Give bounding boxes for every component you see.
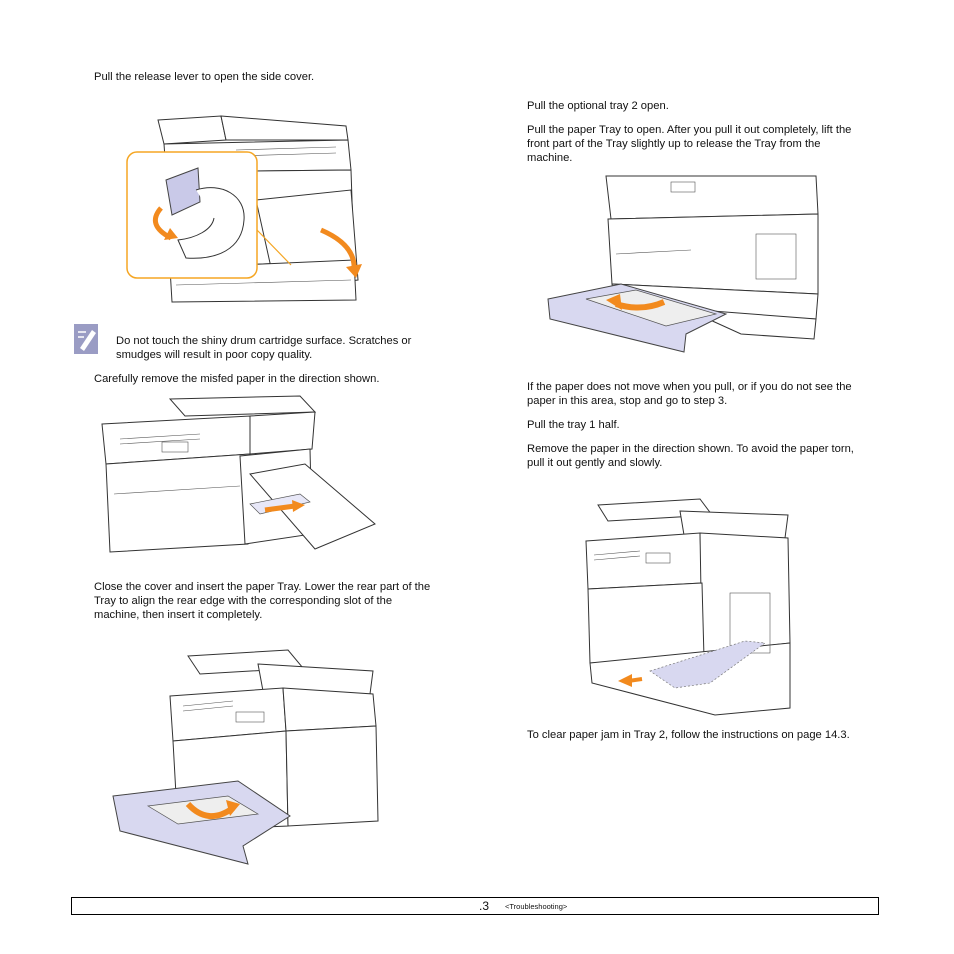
step-no-move-line1: If the paper does not move when you pull… bbox=[527, 381, 852, 393]
step-pull-tray-line2: front part of the Tray slightly up to re… bbox=[527, 138, 821, 150]
figure-side-cover-open bbox=[126, 110, 366, 305]
figure-insert-paper-tray bbox=[108, 646, 383, 871]
step-no-move-line2: paper in this area, stop and go to step … bbox=[527, 395, 728, 407]
figure-remove-paper-direction bbox=[580, 493, 795, 718]
step-remove-dir-line1: Remove the paper in the direction shown.… bbox=[527, 443, 854, 455]
step-close-line2: Tray to align the rear edge with the cor… bbox=[94, 595, 393, 607]
step-tray1-half: Pull the tray 1 half. bbox=[527, 419, 620, 431]
step-remove-paper: Carefully remove the misfed paper in the… bbox=[94, 373, 380, 385]
step-remove-dir-line2: pull it out gently and slowly. bbox=[527, 457, 663, 469]
figure-remove-misfed-paper bbox=[100, 394, 380, 559]
note-icon bbox=[72, 322, 102, 358]
step-optional-tray: Pull the optional tray 2 open. bbox=[527, 100, 669, 112]
step-pull-tray-line1: Pull the paper Tray to open. After you p… bbox=[527, 124, 852, 136]
step-pull-tray-line3: machine. bbox=[527, 152, 573, 164]
note-text-line1: Do not touch the shiny drum cartridge su… bbox=[116, 335, 412, 347]
note-text-line2: smudges will result in poor copy quality… bbox=[116, 349, 313, 361]
step-close-line1: Close the cover and insert the paper Tra… bbox=[94, 581, 431, 593]
section-label: <Troubleshooting> bbox=[505, 902, 568, 911]
page-number: .3 bbox=[479, 899, 490, 913]
figure-pull-tray2 bbox=[546, 174, 826, 369]
step-close-line3: machine, then insert it completely. bbox=[94, 609, 263, 621]
page-footer: .3 <Troubleshooting> bbox=[71, 897, 879, 915]
step-release-lever: Pull the release lever to open the side … bbox=[94, 71, 315, 83]
step-clear-tray2: To clear paper jam in Tray 2, follow the… bbox=[527, 729, 850, 741]
